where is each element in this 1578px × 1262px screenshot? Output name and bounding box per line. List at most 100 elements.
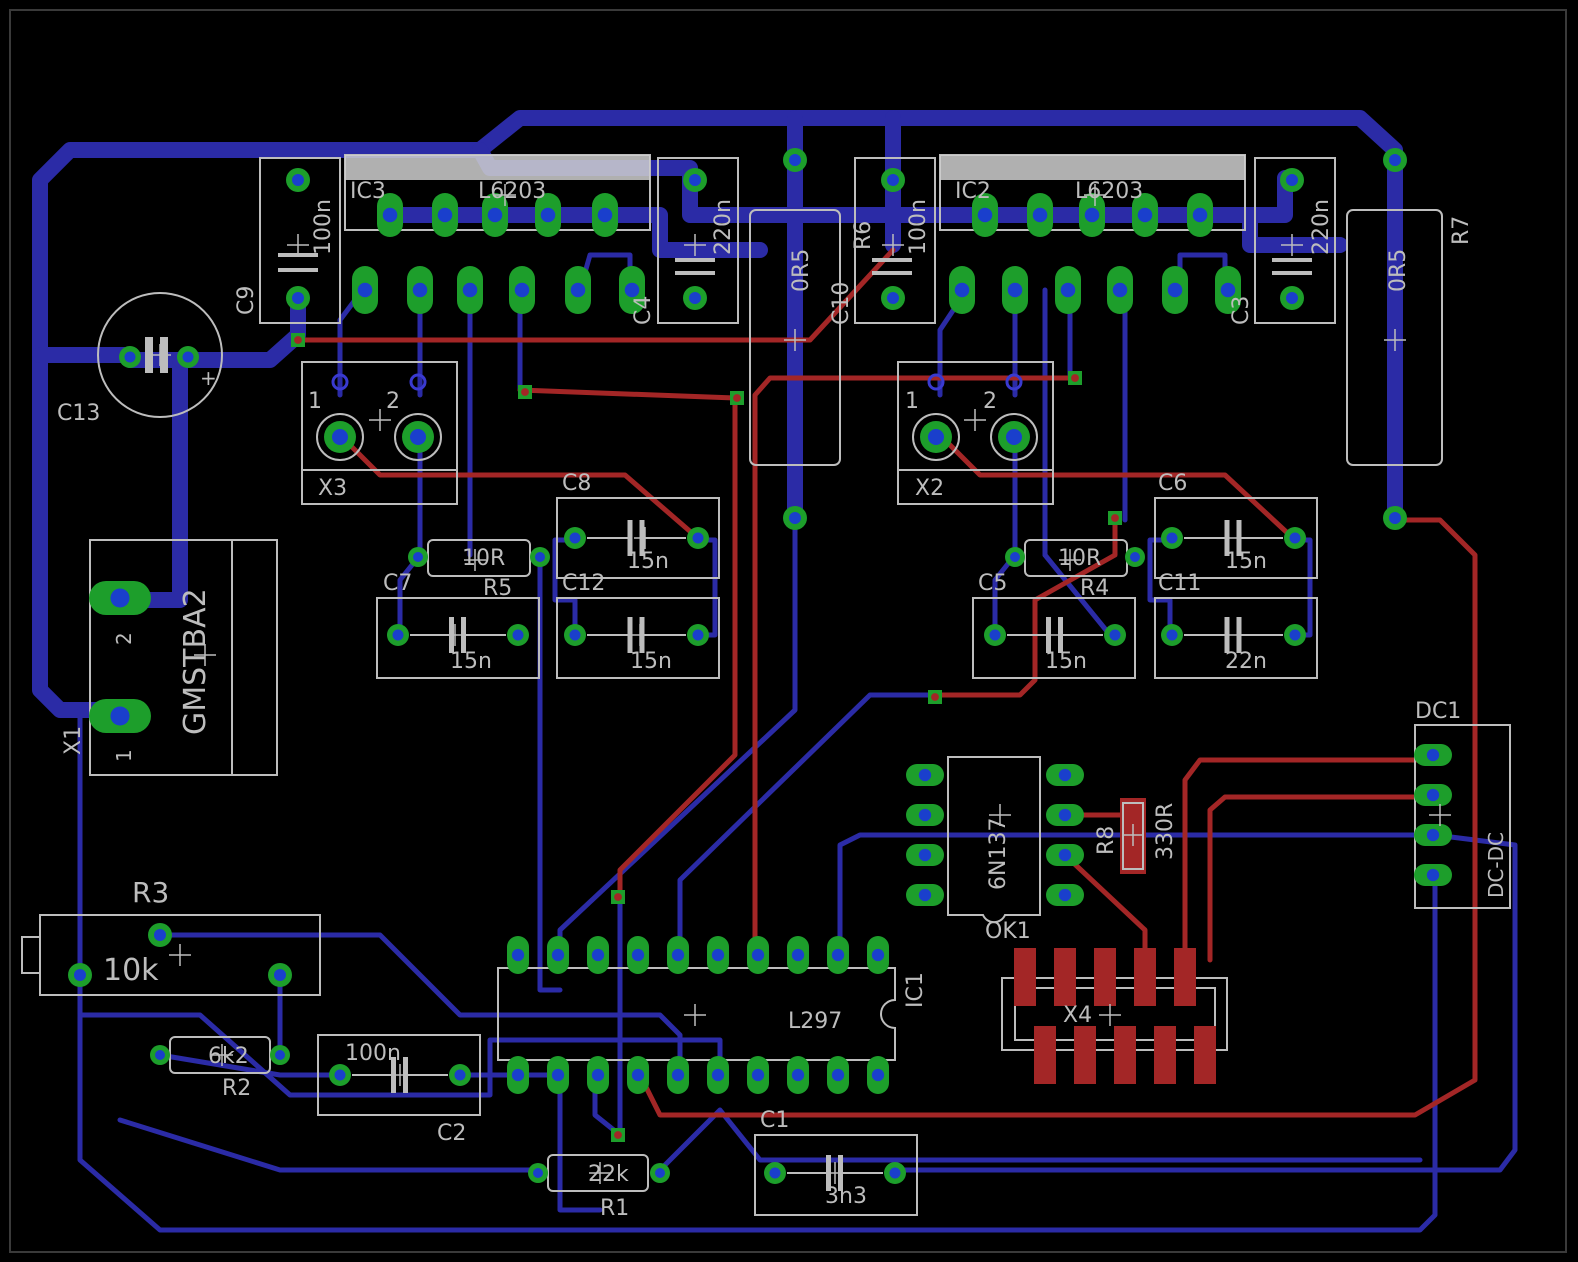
pad-drill xyxy=(689,174,701,186)
signal-trace xyxy=(1147,537,1173,638)
ic3-tab-trace xyxy=(387,207,768,258)
pad-drill xyxy=(692,629,704,641)
r8-label: R8 xyxy=(1094,826,1119,855)
top-trace xyxy=(752,375,1078,958)
r2-label: R2 xyxy=(222,1076,251,1101)
origin-cross xyxy=(589,1162,611,1184)
pad-drill xyxy=(410,429,426,445)
pad-drill xyxy=(569,629,581,641)
c4-outline xyxy=(657,157,739,324)
c5-label: C5 xyxy=(978,571,1007,596)
pad-drill xyxy=(1192,207,1208,223)
origin-cross xyxy=(824,1162,846,1184)
signal-trace xyxy=(897,832,1518,1173)
pad-drill xyxy=(570,282,586,298)
pad-drill xyxy=(689,292,701,304)
r5-outline xyxy=(427,539,531,577)
pad-drill xyxy=(332,429,348,445)
pad-drill xyxy=(1426,828,1440,842)
pad-drill xyxy=(275,1050,285,1060)
c7-label: C7 xyxy=(383,571,412,596)
pad-drill xyxy=(412,282,428,298)
pad-drill xyxy=(887,292,899,304)
c3-value: 220n xyxy=(1309,199,1334,255)
ic2-value: L6203 xyxy=(1075,179,1143,204)
pad-drill xyxy=(733,394,741,402)
ic1-value: L297 xyxy=(788,1009,842,1034)
pad-drill xyxy=(751,948,765,962)
origin-cross xyxy=(194,644,216,666)
pad-drill xyxy=(751,1068,765,1082)
origin-cross xyxy=(684,234,706,256)
top-trace xyxy=(937,517,1118,698)
x1-pin2-label: 2 xyxy=(112,632,136,645)
r7-outline xyxy=(1346,209,1443,466)
signal-trace xyxy=(1042,552,1113,638)
pad-drill xyxy=(671,1068,685,1082)
origin-cross xyxy=(494,184,516,206)
origin-cross xyxy=(1429,804,1451,826)
pad-drill xyxy=(887,174,899,186)
pad-drill xyxy=(1111,514,1119,522)
ic3-value: L6203 xyxy=(478,179,546,204)
origin-cross xyxy=(287,234,309,256)
pad-drill xyxy=(1166,532,1178,544)
c11-value: 22n xyxy=(1225,649,1267,674)
r7-label: R7 xyxy=(1449,216,1474,245)
pad-drill xyxy=(671,948,685,962)
pad-drill xyxy=(74,969,86,981)
origin-cross xyxy=(1281,234,1303,256)
pad-drill xyxy=(1071,374,1079,382)
top-trace xyxy=(337,432,703,543)
top-trace xyxy=(1207,794,1438,963)
c8-outline xyxy=(556,497,720,579)
x4-smd-pad xyxy=(1174,948,1196,1006)
pad-drill xyxy=(918,848,932,862)
r3-label: R3 xyxy=(132,876,169,909)
origin-cross xyxy=(389,1064,411,1086)
pad-drill xyxy=(597,207,613,223)
gnd-trace-c13 xyxy=(32,347,188,608)
origin-cross xyxy=(1229,527,1251,549)
c7-value: 15n xyxy=(450,649,492,674)
ic1-label: IC1 xyxy=(903,972,928,1008)
pad-drill xyxy=(831,948,845,962)
signal-trace xyxy=(537,552,563,993)
pad-drill xyxy=(569,532,581,544)
signal-trace xyxy=(677,692,943,958)
r5-label: R5 xyxy=(483,576,512,601)
ok1-label: OK1 xyxy=(985,919,1031,944)
c10-label: C10 xyxy=(829,282,854,325)
c1-value: 3n3 xyxy=(825,1184,867,1209)
x4-smd-pad xyxy=(1114,1026,1136,1084)
origin-cross xyxy=(1384,329,1406,351)
c5-value: 15n xyxy=(1045,649,1087,674)
r6-outline xyxy=(749,209,841,466)
x1-pin1-label: 1 xyxy=(112,749,136,762)
pad-drill xyxy=(1112,282,1128,298)
x1-value: GMSTBA2 xyxy=(178,588,213,735)
pad-drill xyxy=(1389,512,1401,524)
pad-drill xyxy=(357,282,373,298)
c3-label: C3 xyxy=(1229,296,1254,325)
pad-drill xyxy=(154,929,166,941)
pad-drill xyxy=(1058,848,1072,862)
pad-drill xyxy=(1006,429,1022,445)
pad-drill xyxy=(514,282,530,298)
pad-drill xyxy=(1007,282,1023,298)
pad-drill xyxy=(487,207,503,223)
pad-drill xyxy=(977,207,993,223)
pad-drill xyxy=(789,154,801,166)
x4-smd-pad xyxy=(1054,948,1076,1006)
x4-smd-pad xyxy=(1094,948,1116,1006)
origin-cross xyxy=(1099,1004,1121,1026)
x4-smd-pad xyxy=(1074,1026,1096,1084)
origin-cross xyxy=(989,804,1011,826)
c2-label: C2 xyxy=(437,1121,466,1146)
c7-outline xyxy=(376,597,540,679)
origin-cross xyxy=(444,624,466,646)
pad-drill xyxy=(918,768,932,782)
top-layer-traces xyxy=(295,247,1478,1118)
pad-drill xyxy=(631,948,645,962)
